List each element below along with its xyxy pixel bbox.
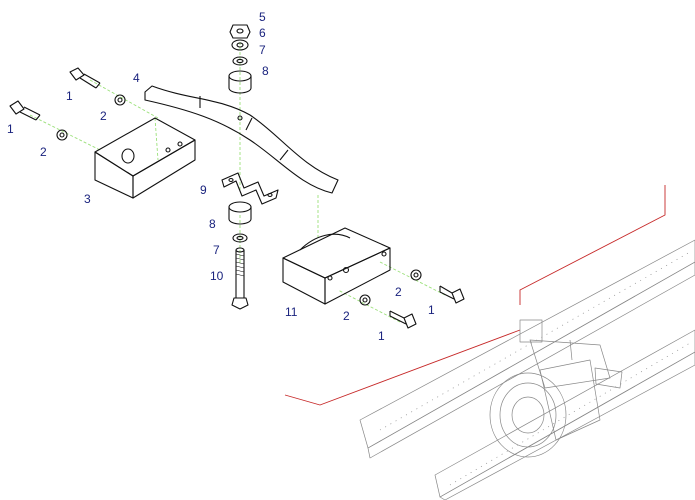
nut-part-6 xyxy=(231,39,249,51)
bolt-part-10 xyxy=(231,247,249,310)
strap-part-4 xyxy=(144,85,339,194)
cushion-part-8-top xyxy=(228,70,252,94)
callout-1-left: 1 xyxy=(7,122,14,136)
washer-part-2-b xyxy=(56,129,68,141)
bolt-part-1-lower xyxy=(389,310,417,329)
callout-5: 5 xyxy=(259,10,266,24)
bracket-part-11 xyxy=(282,227,391,305)
bolt-part-1-top-left xyxy=(69,67,101,89)
callout-7-bottom: 7 xyxy=(213,243,220,257)
callout-1-lower: 1 xyxy=(378,329,385,343)
callout-6: 6 xyxy=(259,26,266,40)
bolt-part-1-left xyxy=(9,100,41,121)
washer-part-2-d xyxy=(359,294,371,306)
callout-3: 3 xyxy=(84,192,91,206)
callout-1-top-left: 1 xyxy=(66,89,73,103)
callout-1-right: 1 xyxy=(428,303,435,317)
callout-2-left: 2 xyxy=(40,145,47,159)
callout-8-top: 8 xyxy=(262,64,269,78)
callout-4: 4 xyxy=(133,71,140,85)
nut-part-5 xyxy=(229,24,251,39)
callout-2-lower: 2 xyxy=(343,309,350,323)
washer-part-7-top xyxy=(232,56,248,66)
chassis-frame-context xyxy=(359,239,695,500)
bolt-part-1-right xyxy=(439,285,465,304)
washer-part-7-bottom xyxy=(232,233,248,243)
callout-8-bottom: 8 xyxy=(209,217,216,231)
callout-2-top: 2 xyxy=(100,109,107,123)
assembly-leader-lines xyxy=(29,42,446,323)
washer-part-2-a xyxy=(114,94,126,106)
detail-indicator-lines xyxy=(284,185,666,406)
clamp-part-9 xyxy=(221,172,279,205)
callout-11: 11 xyxy=(285,305,298,319)
callout-10: 10 xyxy=(210,269,224,283)
callout-2-right: 2 xyxy=(395,285,402,299)
callout-7-top: 7 xyxy=(259,43,266,57)
callout-9: 9 xyxy=(200,183,207,197)
cushion-part-8-bottom xyxy=(228,201,252,225)
bracket-part-3 xyxy=(94,117,196,199)
washer-part-2-c xyxy=(410,269,422,281)
